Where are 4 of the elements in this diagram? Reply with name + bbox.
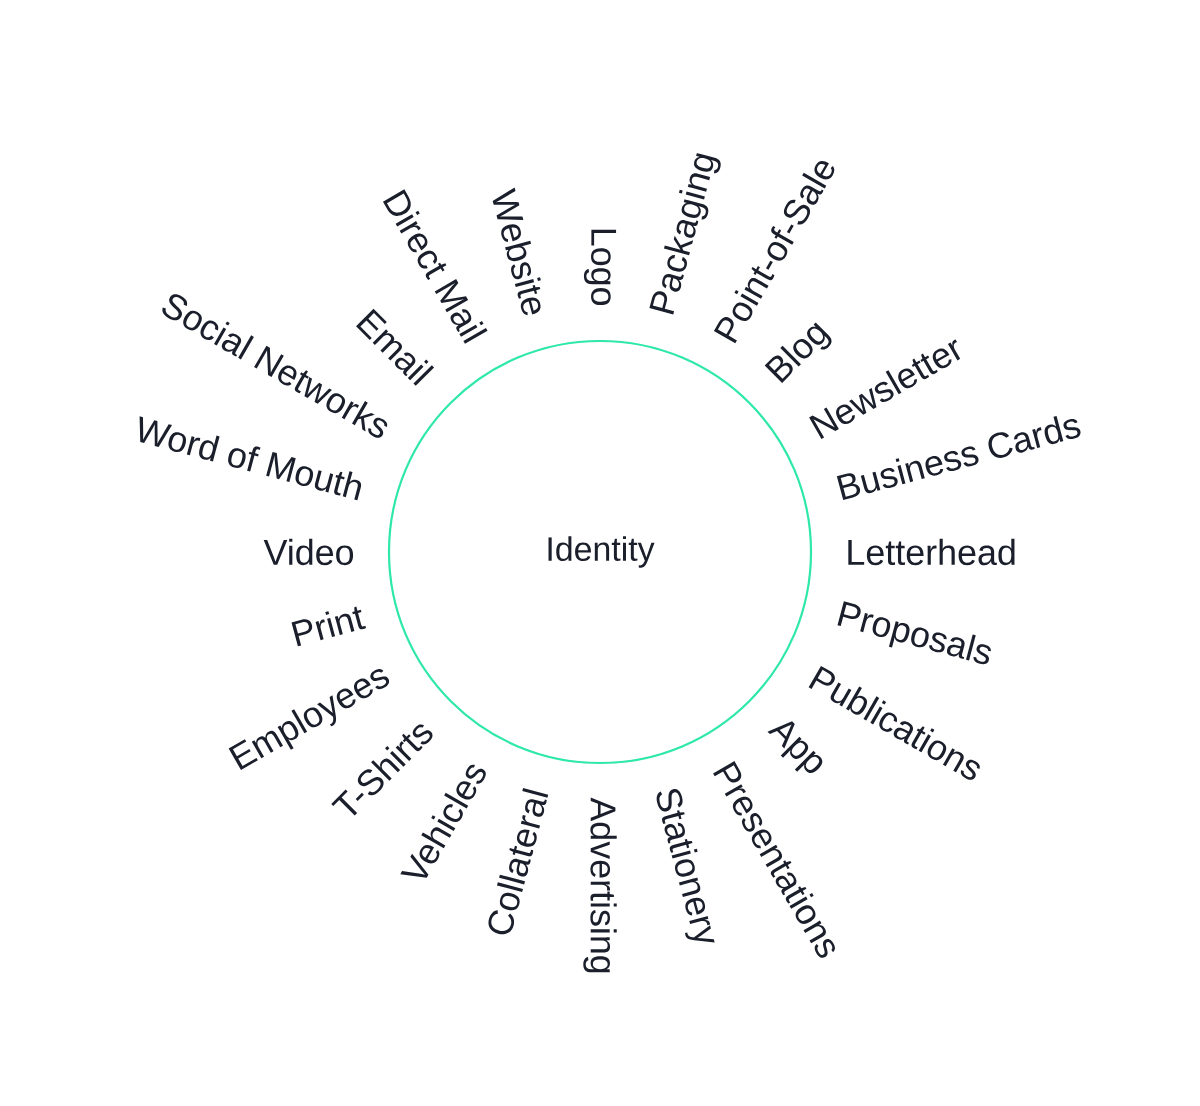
radial-label: Letterhead: [848, 538, 1015, 566]
radial-label: Advertising: [583, 797, 617, 973]
radial-label: Logo: [583, 229, 617, 306]
radial-label: Video: [263, 538, 354, 566]
